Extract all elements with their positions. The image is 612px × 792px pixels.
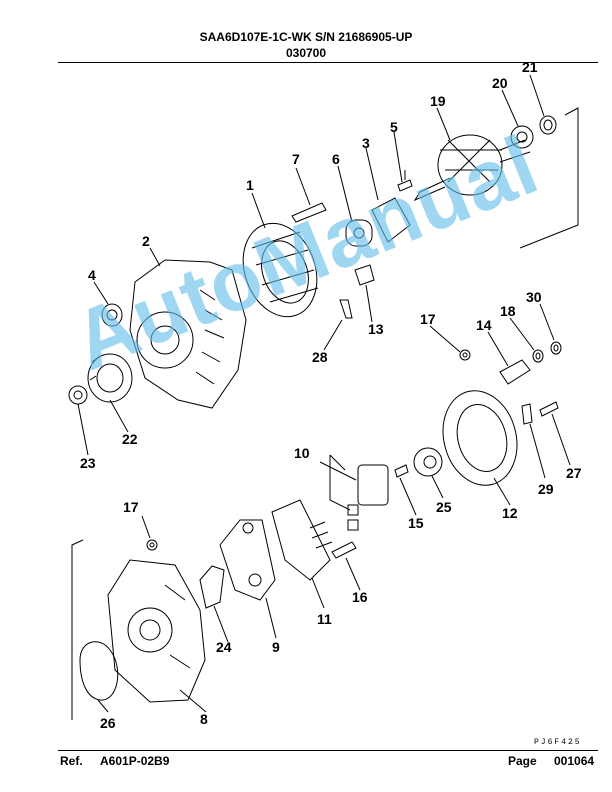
callout-28: 28 [312,349,328,365]
plate-part-3 [371,197,411,243]
ref-label: Ref. [60,754,83,768]
callout-5: 5 [390,119,398,135]
rear-housing-part-8 [107,559,206,703]
document-date-code: 030700 [285,46,327,60]
callout-2: 2 [142,233,150,249]
callout-22: 22 [122,431,138,447]
assembly-bracket-top [519,107,579,249]
callout-17-upper: 17 [420,311,436,327]
front-housing-part-2 [129,259,247,409]
bolt-part-27 [539,401,559,417]
callout-numbers: 1 2 3 4 5 6 7 8 9 10 11 12 13 14 15 16 1… [80,59,582,731]
page-number: 001064 [554,754,595,768]
callout-27: 27 [566,465,582,481]
callout-30: 30 [526,289,542,305]
plate-part-9 [219,519,276,601]
collar-part-21 [539,115,557,135]
washer-part-4 [101,303,123,327]
pulley-part-22 [87,353,133,403]
callout-18: 18 [500,303,516,319]
callout-6: 6 [332,151,340,167]
ref-value: A601P-02B9 [100,754,170,768]
block-part-13 [354,264,375,286]
callout-14: 14 [476,317,492,333]
assembly-bracket-left [71,539,84,720]
nut-part-17-lower [146,539,158,551]
gasket-part-26 [79,641,119,701]
callout-16: 16 [352,589,368,605]
terminal-part-14 [499,359,531,385]
bracket-part-29 [521,403,533,425]
callout-12: 12 [502,505,518,521]
callout-29: 29 [538,481,554,497]
rectifier-part-11 [271,499,333,581]
bearing-part-20 [510,125,534,149]
callout-17-lower: 17 [123,499,139,515]
callout-4: 4 [88,267,96,283]
leader-lines [77,74,571,713]
drawing-code: PJ6F425 [534,738,582,747]
callout-11: 11 [317,611,332,627]
callout-19: 19 [430,93,446,109]
callout-25: 25 [436,499,452,515]
brush-holder-part-25 [413,447,443,477]
callout-10: 10 [294,445,310,461]
callout-1: 1 [246,177,254,193]
callout-3: 3 [362,135,370,151]
callout-15: 15 [408,515,424,531]
screw-part-15 [394,464,409,478]
callout-26: 26 [100,715,116,731]
washer-part-30 [550,341,562,355]
callout-8: 8 [200,711,208,727]
callout-9: 9 [272,639,280,655]
callout-7: 7 [292,151,300,167]
callout-13: 13 [368,321,384,337]
terminal-part-28 [339,299,353,319]
callout-24: 24 [216,639,232,655]
nut-part-23 [68,385,88,405]
callout-20: 20 [492,75,508,91]
callout-23: 23 [80,455,96,471]
gasket-part-24 [199,565,225,609]
document-title: SAA6D107E-1C-WK S/N 21686905-UP [199,30,413,44]
bolt-part-16 [331,541,357,559]
nut-part-17-upper [459,349,471,361]
washer-part-18 [532,349,544,363]
page-label: Page [508,754,537,768]
rear-cover-part-12 [442,390,518,486]
header-rule [58,62,598,63]
screw-part-5 [397,170,413,192]
footer-rule [58,750,598,751]
stud-part-7 [291,202,327,223]
bearing-part-6 [345,219,373,247]
callout-21: 21 [522,59,538,75]
regulator-part-10 [329,454,389,531]
